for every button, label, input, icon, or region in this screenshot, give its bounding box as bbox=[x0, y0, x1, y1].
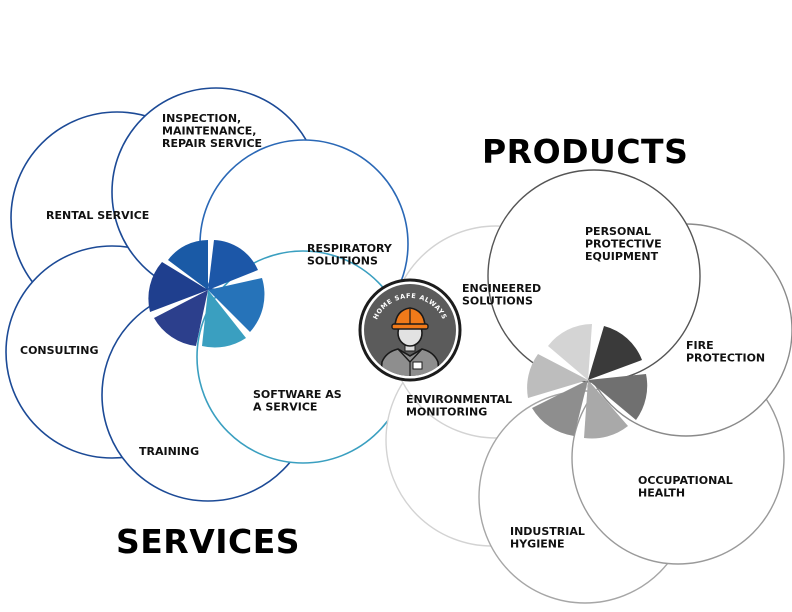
services-blade-1 bbox=[168, 240, 208, 290]
products-blade-6 bbox=[527, 354, 588, 398]
services-blade-4 bbox=[202, 290, 246, 348]
services-hub bbox=[148, 240, 265, 348]
services-label-software: SOFTWARE AS A SERVICE bbox=[253, 388, 346, 414]
products-blade-1 bbox=[548, 324, 592, 380]
services-label-respiratory: RESPIRATORY SOLUTIONS bbox=[307, 242, 396, 268]
services-label-rental: RENTAL SERVICE bbox=[46, 209, 149, 222]
products-title: PRODUCTS bbox=[482, 132, 688, 171]
services-blade-3 bbox=[208, 278, 265, 332]
services-blade-5 bbox=[154, 290, 208, 346]
products-hub bbox=[527, 324, 648, 439]
products-label-environmental: ENVIRONMENTAL MONITORING bbox=[406, 393, 516, 419]
services-blade-2 bbox=[208, 240, 258, 290]
products-label-fire: FIRE PROTECTION bbox=[686, 339, 765, 365]
products-label-industrial: INDUSTRIAL HYGIENE bbox=[510, 525, 589, 551]
products-label-ppe: PERSONAL PROTECTIVE EQUIPMENT bbox=[585, 225, 665, 263]
products-blade-4 bbox=[584, 380, 628, 439]
products-blade-2 bbox=[588, 326, 642, 380]
products-blade-3 bbox=[588, 374, 648, 420]
services-blade-6 bbox=[148, 262, 208, 312]
products-label-occupational: OCCUPATIONAL HEALTH bbox=[638, 474, 737, 500]
products-diagram: PERSONAL PROTECTIVE EQUIPMENT ENGINEERED… bbox=[385, 132, 792, 604]
services-label-training: TRAINING bbox=[139, 445, 199, 458]
products-blade-5 bbox=[532, 380, 588, 436]
products-circle-ppe bbox=[487, 169, 701, 383]
home-safe-badge: HOME SAFE ALWAYS bbox=[358, 278, 462, 382]
products-label-engineered: ENGINEERED SOLUTIONS bbox=[462, 282, 545, 308]
services-label-consulting: CONSULTING bbox=[20, 344, 99, 357]
services-title: SERVICES bbox=[116, 522, 300, 561]
services-label-inspection: INSPECTION, MAINTENANCE, REPAIR SERVICE bbox=[162, 112, 262, 150]
services-diagram: INSPECTION, MAINTENANCE, REPAIR SERVICE … bbox=[5, 87, 410, 561]
